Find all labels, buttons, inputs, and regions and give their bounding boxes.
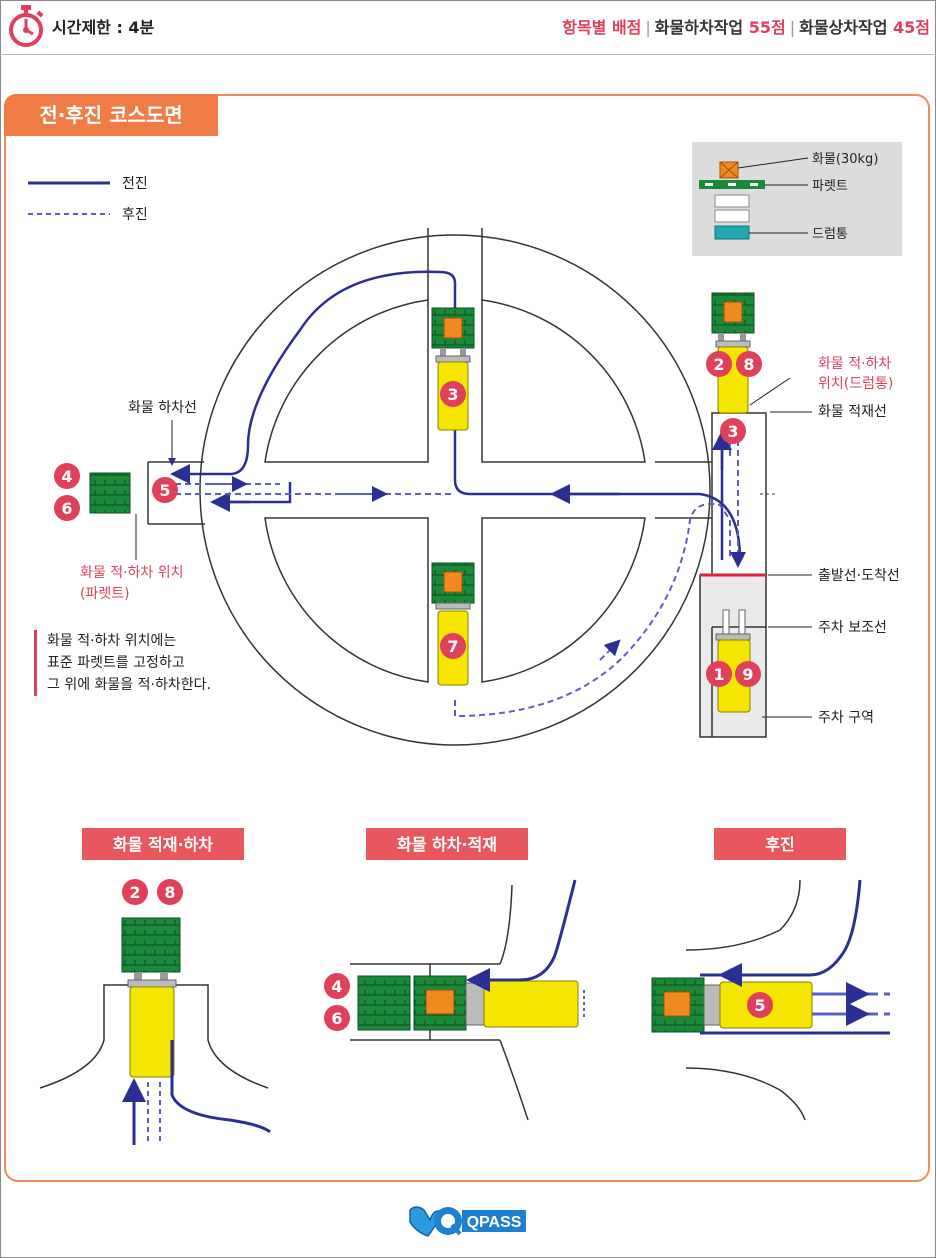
- section-backward-title: 후진: [765, 835, 794, 854]
- qpass-logo: QPASS: [409, 1206, 526, 1237]
- step-badge: 5: [754, 996, 765, 1015]
- bottom-headers: 화물 적재·하차 화물 하차·적재 후진: [82, 828, 846, 860]
- parking-area-label: 주차 구역: [818, 710, 874, 726]
- step-badge: 3: [447, 385, 458, 404]
- step-badge: 6: [331, 1009, 342, 1028]
- load-line-label: 화물 적재선: [818, 404, 887, 420]
- item2-score: 45점: [893, 18, 930, 37]
- step-badge: 6: [61, 499, 72, 518]
- pallet-left: [89, 472, 131, 514]
- unload-line-label: 화물 하차선: [128, 400, 197, 416]
- annotations: 화물 하차선 화물 적·하차 위치 (파렛트) 화물 적·하차 위치(드럼통) …: [80, 356, 900, 726]
- step-badge: 7: [447, 637, 458, 656]
- item1-score: 55점: [748, 18, 786, 37]
- header: 시간제한 : 4분 항목별 배점|화물하차작업 55점|화물상차작업 45점: [0, 0, 936, 52]
- legend: 전진 후진: [28, 176, 148, 223]
- header-divider: [0, 54, 936, 55]
- backward-route: [175, 440, 746, 718]
- detail-unloading: 4 6: [324, 879, 585, 1121]
- step-badge: 4: [61, 467, 72, 486]
- drum-position-label-1: 화물 적·하차: [818, 356, 891, 372]
- stopwatch-icon: [9, 5, 44, 47]
- course-track: [147, 228, 767, 746]
- separator: |: [789, 18, 796, 37]
- step-badge: 8: [743, 355, 754, 374]
- step-badge: 8: [164, 883, 175, 902]
- step-badge: 9: [742, 665, 753, 684]
- pallet-position-label-1: 화물 적·하차 위치: [80, 565, 184, 581]
- detail-backward: 5: [651, 879, 890, 1121]
- forklift-3: [431, 307, 475, 431]
- section-unloading-title: 화물 하차·적재: [397, 835, 497, 854]
- inset-drum-label: 드럼통: [812, 227, 848, 242]
- drum-icon: [714, 225, 750, 240]
- forward-route: [170, 270, 742, 561]
- item1-name: 화물하차작업: [654, 18, 744, 37]
- time-limit: 시간제한 : 4분: [52, 18, 155, 37]
- legend-backward-label: 후진: [122, 207, 148, 223]
- step-badge: 1: [713, 665, 724, 684]
- start-finish-label: 출발선·도착선: [818, 568, 900, 584]
- section-loading-title: 화물 적재·하차: [113, 835, 213, 854]
- inset-box: 화물(30kg) 파렛트 드럼통: [692, 142, 902, 256]
- separator: |: [645, 18, 651, 37]
- step-badge: 5: [159, 481, 170, 500]
- note-line: 그 위에 화물을 적·하차한다.: [47, 677, 211, 693]
- panel-title: 전·후진 코스도면: [4, 94, 218, 136]
- note-line: 표준 파렛트를 고정하고: [47, 655, 185, 671]
- item2-name: 화물상차작업: [799, 18, 888, 37]
- logo-text: QPASS: [467, 1214, 522, 1231]
- step-badges: 3 7 2 8 3 1 9 5 4 6: [54, 351, 762, 687]
- forklift-7: [431, 562, 475, 686]
- scoring-label: 항목별 배점: [562, 18, 642, 37]
- drum-position-label-2: 위치(드럼통): [818, 376, 893, 392]
- inset-cargo-label: 화물(30kg): [812, 152, 878, 167]
- legend-forward-label: 전진: [122, 176, 148, 192]
- step-badge: 3: [727, 422, 738, 441]
- step-badge: 2: [713, 355, 724, 374]
- course-panel: [4, 94, 930, 1182]
- note-line: 화물 적·하차 위치에는: [47, 633, 177, 649]
- pallet-position-label-2: (파렛트): [80, 586, 130, 602]
- parking-aux-label: 주차 보조선: [818, 620, 887, 636]
- detail-loading: 2 8: [39, 879, 271, 1145]
- step-badge: 2: [129, 883, 140, 902]
- inset-pallet-label: 파렛트: [812, 179, 848, 194]
- pallet-note: 화물 적·하차 위치에는 표준 파렛트를 고정하고 그 위에 화물을 적·하차한…: [34, 630, 297, 696]
- scoring: 항목별 배점|화물하차작업 55점|화물상차작업 45점: [562, 14, 930, 38]
- step-badge: 4: [331, 977, 342, 996]
